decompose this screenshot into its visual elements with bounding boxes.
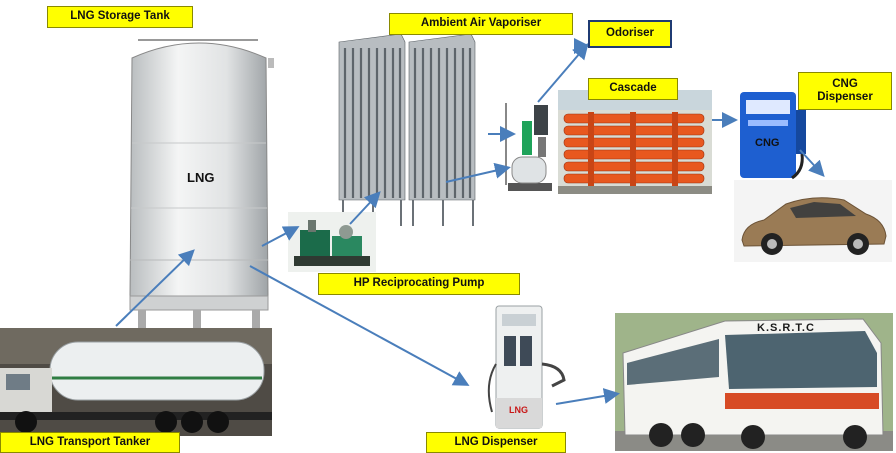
cng-unit-marking: CNG (755, 137, 780, 149)
hp-pump-icon (288, 212, 376, 272)
bus-destination-marking: K.S.R.T.C (757, 322, 815, 334)
arrow-tank-to-pump (261, 226, 300, 247)
vaporiser-icon (333, 28, 481, 228)
tanker-truck-icon (0, 328, 272, 436)
label-lng-storage-tank: LNG Storage Tank (47, 6, 193, 28)
arrow-pump-to-vaporiser (349, 191, 381, 225)
cng-dispenser-icon (732, 90, 824, 182)
car-icon (734, 180, 892, 262)
lng-dispenser-icon (482, 304, 572, 432)
label-cascade: Cascade (588, 78, 678, 100)
label-lng-dispenser: LNG Dispenser (426, 432, 566, 453)
lng-storage-tank-icon (118, 28, 280, 333)
label-odoriser: Odoriser (588, 20, 672, 48)
label-lng-transport-tanker: LNG Transport Tanker (0, 432, 180, 453)
bus-icon (615, 313, 893, 451)
lng-dispenser-marking: LNG (509, 405, 528, 415)
arrow-vaporiser-to-odoriser (445, 162, 511, 183)
arrow-tank-to-lng-dispenser (249, 265, 470, 386)
arrow-lng-dispenser-to-bus (555, 388, 620, 405)
arrow-odoriser-to-cascade (537, 42, 589, 103)
label-ambient-air-vaporiser: Ambient Air Vaporiser (389, 13, 573, 35)
label-cng-dispenser: CNG Dispenser (798, 72, 892, 110)
label-hp-reciprocating-pump: HP Reciprocating Pump (318, 273, 520, 295)
arrow-tanker-to-tank (115, 249, 195, 327)
arrow-cng-to-car (799, 149, 825, 177)
tank-marking: LNG (187, 170, 215, 185)
